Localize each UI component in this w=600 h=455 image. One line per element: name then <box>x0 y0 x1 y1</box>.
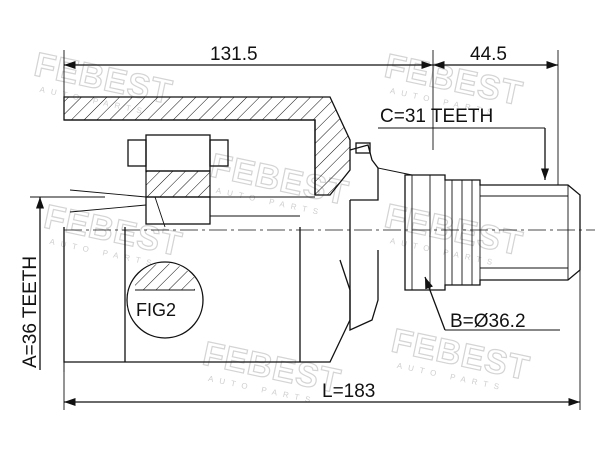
roller-center <box>145 134 211 172</box>
shaft-outline <box>404 174 581 291</box>
housing-lower-outline <box>63 227 351 363</box>
housing <box>63 96 351 372</box>
dimension-left: A=36 TEETH <box>20 196 105 370</box>
shaft-line-2 <box>69 204 147 213</box>
dim-label-spline: 44.5 <box>470 44 507 65</box>
fig2-label: FIG2 <box>136 300 176 320</box>
neck-line-1 <box>377 167 413 176</box>
housing-inner-edge <box>64 119 316 195</box>
leader-b: B=Ø36.2 <box>424 276 560 332</box>
fig2-circle <box>126 261 204 339</box>
boot-lower <box>349 200 379 332</box>
spider-lower <box>145 196 211 225</box>
label-outer-teeth: C=31 TEETH <box>380 106 493 127</box>
spider-hatched <box>145 170 211 198</box>
boot-seal <box>349 142 413 332</box>
dimension-top: 131.5 44.5 <box>63 44 559 185</box>
dim-label-total: L=183 <box>322 381 375 402</box>
shaft-line-1 <box>69 189 147 198</box>
tripod-section <box>69 134 315 228</box>
fig-leader-top <box>154 196 166 228</box>
leader-b-arrow <box>424 276 446 331</box>
fig2-hatch <box>135 263 195 290</box>
leader-c: C=31 TEETH <box>378 106 550 180</box>
dim-label-overall: 131.5 <box>210 44 258 65</box>
clamp-ring <box>355 142 371 154</box>
roller-left <box>127 139 147 167</box>
fig2-callout: FIG2 <box>126 261 204 339</box>
dim-label-inner-teeth: A=36 TEETH <box>20 256 41 368</box>
roller-right <box>209 139 229 167</box>
label-seal-diameter: B=Ø36.2 <box>450 311 526 332</box>
spline-shaft <box>404 174 581 291</box>
boot-upper <box>349 144 379 201</box>
